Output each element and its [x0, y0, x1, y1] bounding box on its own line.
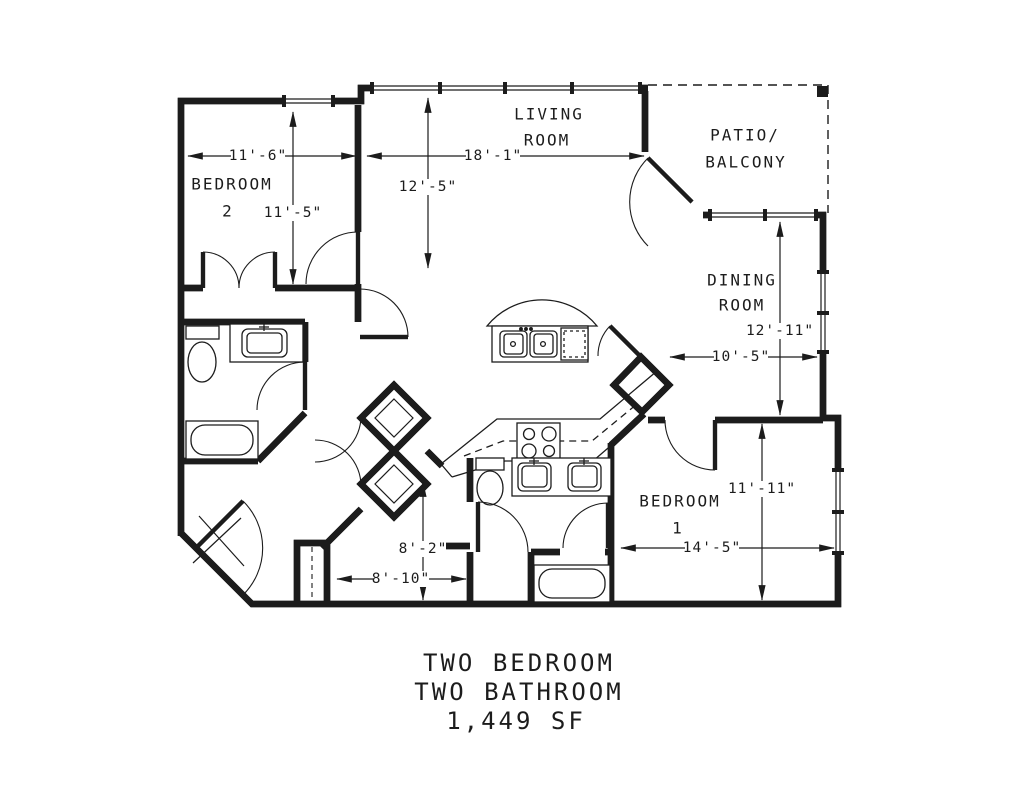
- label-bedroom1-number: 1: [672, 519, 684, 538]
- dim-living-depth: 12'-5": [399, 97, 457, 269]
- windows: [282, 82, 844, 555]
- label-dining-2: ROOM: [719, 296, 766, 315]
- bathroom1-fixtures: [475, 457, 612, 603]
- patio-corner-post: [817, 86, 828, 97]
- dim-label: 10'-5": [712, 349, 770, 365]
- vanity-bath2: [229, 323, 304, 363]
- dim-label: 11'-6": [229, 148, 287, 164]
- label-bedroom1: BEDROOM: [639, 492, 720, 511]
- kitchen-sink-double: [499, 327, 558, 358]
- label-patio-1: PATIO/: [710, 126, 780, 145]
- bathroom2-fixtures: [185, 323, 304, 460]
- dim-label: 12'-5": [399, 179, 457, 195]
- plan-title-sqft: 1,449 SF: [446, 707, 586, 735]
- plan-title-line1: TWO BEDROOM: [423, 649, 615, 677]
- room-labels: BEDROOM 2 LIVING ROOM PATIO/ BALCONY DIN…: [191, 105, 786, 538]
- label-dining-1: DINING: [707, 271, 777, 290]
- walls: [177, 84, 842, 608]
- label-living-1: LIVING: [514, 105, 584, 124]
- window-bedroom2: [282, 95, 335, 107]
- title-block: TWO BEDROOM TWO BATHROOM 1,449 SF: [414, 649, 623, 735]
- window-bedroom1: [832, 468, 844, 555]
- kitchen-island: [485, 299, 599, 363]
- dim-label: 8'-10": [372, 571, 430, 587]
- toilet-bath1: [475, 457, 505, 506]
- bathtub-bath1: [533, 564, 611, 603]
- label-bedroom2: BEDROOM: [191, 175, 272, 194]
- vanity-bath1-double: [511, 457, 612, 497]
- dim-label: 11'-5": [264, 205, 322, 221]
- dim-living-width: 18'-1": [366, 148, 645, 164]
- dim-dining-width: 10'-5": [669, 349, 818, 365]
- door-arcs: [202, 157, 716, 596]
- stove: [516, 422, 561, 460]
- patio-boundary: [648, 84, 829, 213]
- dim-bedroom1-depth: 11'-11": [728, 423, 796, 601]
- shaft-and-closet: [192, 515, 313, 601]
- dim-label: 12'-11": [746, 323, 814, 339]
- dim-dining-depth: 12'-11": [746, 221, 814, 416]
- dim-label: 14'-5": [683, 540, 741, 556]
- dim-hall-width: 8'-10": [336, 571, 467, 587]
- dim-bedroom2-width: 11'-6": [187, 148, 357, 164]
- label-living-2: ROOM: [524, 131, 571, 150]
- window-dining: [817, 270, 829, 354]
- door-leaves: [196, 158, 718, 552]
- toilet-bath2: [185, 325, 220, 383]
- island-curved-counter: [485, 299, 599, 327]
- dim-label: 11'-11": [728, 481, 796, 497]
- dim-bedroom2-depth: 11'-5": [264, 111, 322, 285]
- plan-title-line2: TWO BATHROOM: [414, 678, 623, 706]
- label-bedroom2-number: 2: [222, 202, 234, 221]
- dim-hall-depth: 8'-2": [399, 481, 448, 601]
- window-patio: [708, 209, 818, 221]
- window-living: [370, 82, 642, 94]
- dim-bedroom1-width: 14'-5": [620, 540, 835, 556]
- dimensions: 11'-6" 11'-5" 18'-1" 12'-5" 12'-11" 10'-…: [187, 97, 835, 601]
- washer-dryer: [374, 398, 414, 504]
- dim-label: 18'-1": [464, 148, 522, 164]
- entry-closet-x: [192, 515, 245, 567]
- label-patio-2: BALCONY: [705, 153, 786, 172]
- dim-label: 8'-2": [399, 541, 448, 557]
- bathtub-bath2: [185, 420, 259, 460]
- dishwasher: [560, 327, 589, 361]
